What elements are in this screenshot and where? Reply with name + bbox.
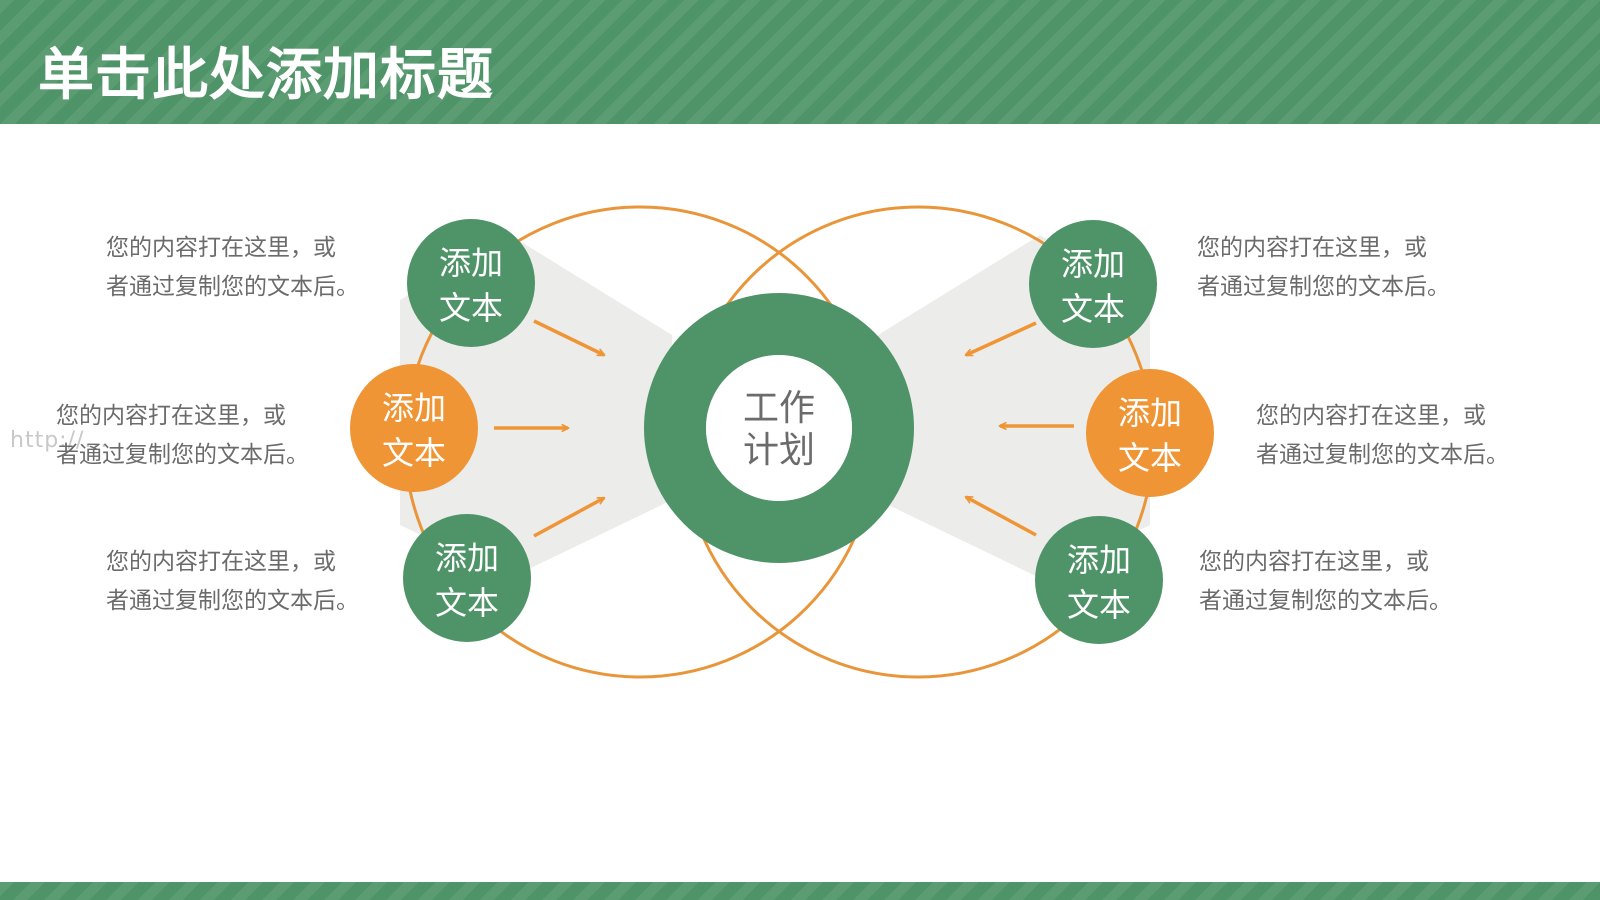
description-line2: 者通过复制您的文本后。: [106, 274, 359, 300]
node-label-line2: 文本: [439, 289, 503, 327]
center-hole: [706, 355, 852, 501]
node-right-middle[interactable]: 添加 文本: [1086, 369, 1214, 497]
description-line2: 者通过复制您的文本后。: [56, 442, 309, 468]
arrow-left-bottom: [533, 496, 604, 538]
node-label-line1: 添加: [435, 539, 499, 577]
description-line2: 者通过复制您的文本后。: [106, 588, 359, 614]
arrow-left-top: [533, 319, 604, 357]
node-left-top[interactable]: 添加 文本: [407, 219, 535, 347]
watermark: http://...: [10, 428, 109, 453]
description-right-middle[interactable]: 您的内容打在这里，或 者通过复制您的文本后。: [1256, 397, 1556, 475]
description-line2: 者通过复制您的文本后。: [1256, 442, 1509, 468]
center-label-line1: 工作: [743, 388, 815, 429]
node-label-line2: 文本: [435, 584, 499, 622]
center-donut: [644, 293, 914, 563]
node-label-line2: 文本: [1067, 586, 1131, 624]
node-label-line2: 文本: [1118, 439, 1182, 477]
description-line2: 者通过复制您的文本后。: [1199, 588, 1452, 614]
node-right-top[interactable]: 添加 文本: [1029, 220, 1157, 348]
slide-title[interactable]: 单击此处添加标题: [38, 43, 494, 108]
node-label-line1: 添加: [1061, 245, 1125, 283]
node-right-bottom[interactable]: 添加 文本: [1035, 516, 1163, 644]
node-label-line1: 添加: [382, 389, 446, 427]
description-line2: 者通过复制您的文本后。: [1197, 274, 1450, 300]
node-label-line2: 文本: [1061, 290, 1125, 328]
title-bar: 单击此处添加标题: [0, 0, 1600, 124]
description-right-bottom[interactable]: 您的内容打在这里，或 者通过复制您的文本后。: [1199, 543, 1499, 621]
arrow-right-top: [966, 321, 1037, 357]
arrow-right-bottom: [966, 495, 1037, 537]
description-left-middle[interactable]: 您的内容打在这里，或 者通过复制您的文本后。: [56, 397, 356, 475]
center-label-line2: 计划: [743, 430, 815, 471]
node-left-middle[interactable]: 添加 文本: [350, 364, 478, 492]
description-line1: 您的内容打在这里，或: [1256, 403, 1486, 429]
description-line1: 您的内容打在这里，或: [106, 235, 336, 261]
node-label-line1: 添加: [1118, 394, 1182, 432]
description-right-top[interactable]: 您的内容打在这里，或 者通过复制您的文本后。: [1197, 229, 1497, 307]
description-line1: 您的内容打在这里，或: [56, 403, 286, 429]
description-line1: 您的内容打在这里，或: [1199, 549, 1429, 575]
node-left-bottom[interactable]: 添加 文本: [403, 514, 531, 642]
footer-bar: [0, 882, 1600, 900]
node-label-line1: 添加: [1067, 541, 1131, 579]
description-left-bottom[interactable]: 您的内容打在这里，或 者通过复制您的文本后。: [106, 543, 406, 621]
node-label-line1: 添加: [439, 244, 503, 282]
description-line1: 您的内容打在这里，或: [1197, 235, 1427, 261]
description-line1: 您的内容打在这里，或: [106, 549, 336, 575]
node-label-line2: 文本: [382, 434, 446, 472]
description-left-top[interactable]: 您的内容打在这里，或 者通过复制您的文本后。: [106, 229, 406, 307]
